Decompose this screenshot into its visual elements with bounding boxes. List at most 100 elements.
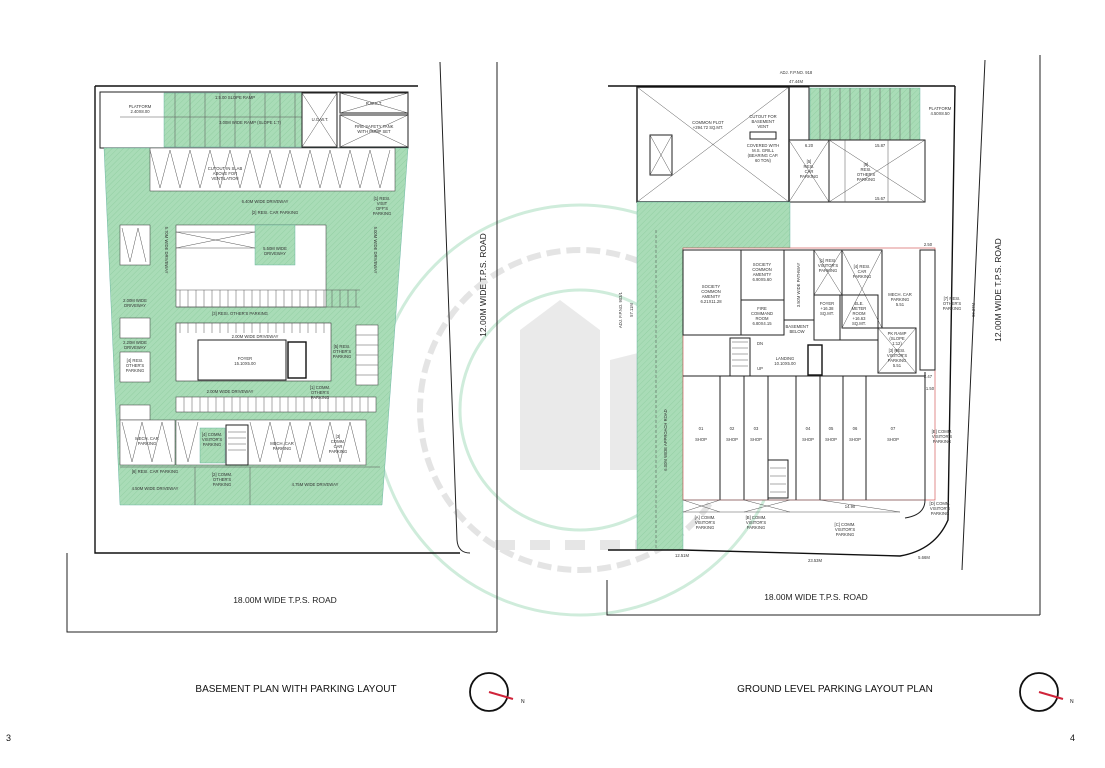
- adj-top-label: ADJ. F.P.NO. 918: [780, 70, 813, 75]
- resi-car-2-label: [2] RESI. CAR PARKING: [252, 210, 298, 215]
- dim-247: 2.47: [924, 374, 933, 379]
- up-label: UP: [757, 366, 763, 371]
- dim-right-label: 90.27M: [971, 303, 976, 317]
- dim-150: 1.50: [926, 386, 935, 391]
- rwst-label: R.W.S.T.: [366, 101, 382, 106]
- front-road-label-left: 18.00M WIDE T.P.S. ROAD: [233, 595, 337, 605]
- north-compass-icon: N: [1019, 672, 1074, 712]
- side-road-label-left: 12.00M WIDE T.P.S. ROAD: [478, 233, 488, 337]
- pathway-label: 3.50M WIDE PATHWAY: [796, 263, 801, 308]
- driveway-left-label: 5.70M WIDE DRIVEWAY: [164, 227, 169, 274]
- shop-number: 03: [754, 426, 759, 431]
- north-label: N: [521, 699, 525, 705]
- ugwt-label: U.G.W.T.: [312, 117, 329, 122]
- dim-1567: 15.67: [875, 196, 886, 201]
- driveway-br-label: 4.75M WIDE DRIVEWAY: [292, 482, 339, 487]
- dim-1587: 15.87: [875, 143, 886, 148]
- resi-others-3-label: [3] RESI. OTHER'S PARKING: [212, 311, 268, 316]
- shop-number: 01: [699, 426, 704, 431]
- north-label: N: [1070, 699, 1074, 705]
- shop-number: 06: [853, 426, 858, 431]
- ground-plan: 12.00M WIDE T.P.S. ROAD 18.00M WIDE T.P.…: [606, 55, 1075, 743]
- shop-label: SHOP: [695, 437, 707, 442]
- page-number-left: 3: [6, 733, 11, 743]
- shop-number: 07: [891, 426, 896, 431]
- dim-566: 5.66M: [918, 555, 930, 560]
- north-compass-icon: N: [469, 672, 525, 712]
- ground-labels: ADJ. F.P.NO. 918 47.44M COMMON PLOT+294.…: [618, 70, 976, 563]
- shop-label: SHOP: [825, 437, 837, 442]
- shop-number: 02: [730, 426, 735, 431]
- dim-top-label: 47.44M: [789, 79, 803, 84]
- dim-1490: 14.90: [845, 504, 856, 509]
- approach-road-label: 6.00M WIDE APPROACH ROAD: [663, 409, 668, 470]
- ramp-label: 3.00M WIDE RAMP (SLOPE 1:7): [219, 120, 281, 125]
- page-number-right: 4: [1070, 733, 1075, 743]
- driveway-top-label: 6.40M WIDE DRIVEWAY: [242, 199, 289, 204]
- dim-250: 2.50: [924, 242, 933, 247]
- dim-2353: 23.53M: [808, 558, 822, 563]
- shop-number: 05: [829, 426, 834, 431]
- left-roads: 12.00M WIDE T.P.S. ROAD 18.00M WIDE T.P.…: [66, 61, 498, 633]
- basement-plan-caption: BASEMENT PLAN WITH PARKING LAYOUT: [195, 684, 396, 695]
- driveway-mid-label: 2.00M WIDE DRIVEWAY: [207, 389, 254, 394]
- ground-plan-caption: GROUND LEVEL PARKING LAYOUT PLAN: [737, 684, 933, 695]
- shop-label: SHOP: [802, 437, 814, 442]
- shop-label: SHOP: [726, 437, 738, 442]
- ramp-top-label: 1:5.00 SLOPE RAMP: [215, 95, 255, 100]
- driveway-right-label: 5.00M WIDE DRIVEWAY: [373, 227, 378, 274]
- front-road-label-right: 18.00M WIDE T.P.S. ROAD: [764, 592, 868, 602]
- shop-label: SHOP: [750, 437, 762, 442]
- common-plot-label: COMMON PLOT+294.72 SQ.MT.: [692, 120, 724, 130]
- dn-label: DN: [757, 341, 763, 346]
- shop-number: 04: [806, 426, 811, 431]
- driveway-bl-label: 4.50M WIDE DRIVEWAY: [132, 486, 179, 491]
- shop-label: SHOP: [849, 437, 861, 442]
- adj-left-label: ADJ. F.P.NO. 903/1: [618, 291, 623, 328]
- driveway-mid-top-label: 2.00M WIDE DRIVEWAY: [232, 334, 279, 339]
- dim-left-label: 57.11M: [629, 303, 634, 317]
- dim-620: 6.20: [805, 143, 814, 148]
